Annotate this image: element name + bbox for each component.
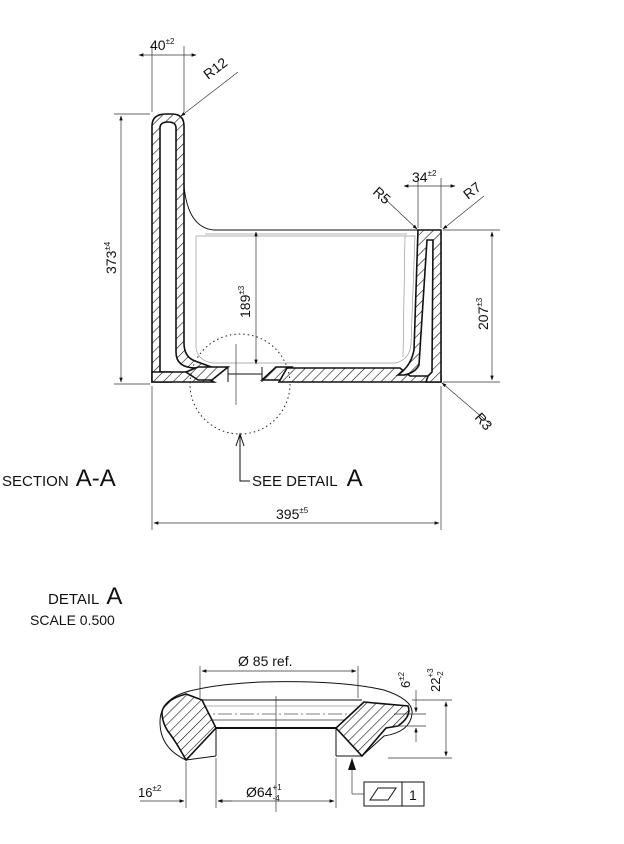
flatness-control-frame: 1 xyxy=(363,781,425,807)
drain-boss xyxy=(184,366,231,381)
inner-basin-outline xyxy=(183,185,418,231)
dim-front-top: 34±2 xyxy=(412,169,437,185)
front-wall-section xyxy=(395,229,442,383)
dim-dia-64: Ø64+1-4 xyxy=(246,783,282,803)
detail-scale: SCALE 0.500 xyxy=(30,612,115,628)
dim-r12: R12 xyxy=(200,54,230,82)
section-view xyxy=(151,113,442,482)
back-wall-section xyxy=(151,113,215,383)
dim-dia-85-ref: Ø 85 ref. xyxy=(238,653,292,669)
flatness-value: 1 xyxy=(409,787,417,803)
dim-h-22: 22+3-2 xyxy=(426,668,445,692)
detail-a-circle xyxy=(189,333,291,435)
flatness-symbol-icon xyxy=(369,787,397,801)
detail-dimensions: Ø 85 ref. 6±2 22+3-2 16±2 Ø64+1-4 1 xyxy=(138,653,452,808)
dim-wall-top: 40±2 xyxy=(150,37,175,53)
detail-view xyxy=(159,681,413,812)
dim-front-height-207: 207±3 xyxy=(475,297,491,330)
bottom-floor-right xyxy=(277,367,442,383)
detail-right-flange xyxy=(334,701,410,758)
dim-width-395: 395±5 xyxy=(276,506,309,522)
dim-height-373: 373±4 xyxy=(103,241,119,274)
dim-r3: R3 xyxy=(472,409,496,433)
inner-basin-ghost xyxy=(195,235,416,364)
see-detail-leader xyxy=(239,436,250,482)
dim-w-16: 16±2 xyxy=(138,784,162,800)
detail-left-flange xyxy=(161,693,217,762)
dim-h-6: 6±2 xyxy=(397,671,413,688)
dim-depth-189: 189±3 xyxy=(237,285,253,318)
